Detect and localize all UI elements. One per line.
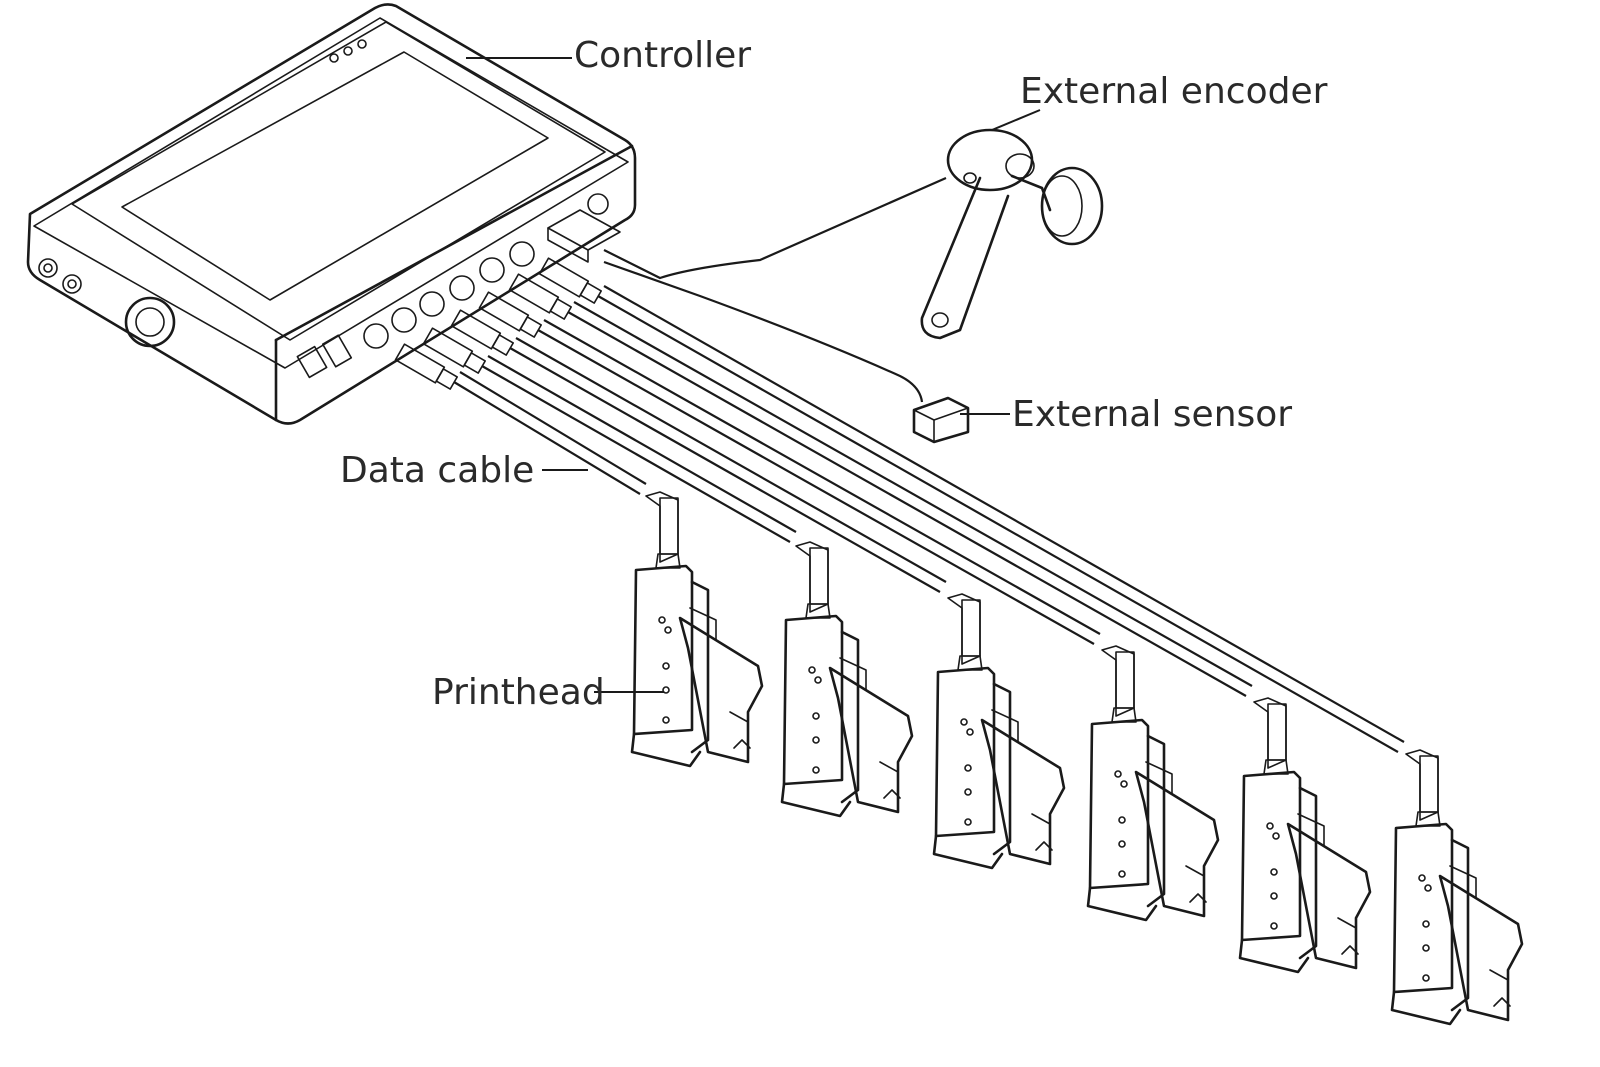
data-cable-label: Data cable xyxy=(340,450,534,491)
encoder-leader xyxy=(991,109,1041,131)
printhead xyxy=(630,491,764,768)
printhead xyxy=(932,593,1066,870)
external-encoder xyxy=(603,128,1104,340)
labels: Controller External encoder External sen… xyxy=(340,35,1328,713)
printhead xyxy=(1086,645,1220,922)
printheads xyxy=(630,491,1524,1026)
cable-connectors xyxy=(394,257,602,390)
external-sensor-label: External sensor xyxy=(1012,394,1292,435)
printhead-label: Printhead xyxy=(432,672,605,713)
printhead xyxy=(1390,749,1524,1026)
external-sensor xyxy=(603,260,970,444)
printhead xyxy=(780,541,914,818)
external-encoder-label: External encoder xyxy=(1020,71,1328,112)
touch-screen xyxy=(121,51,549,301)
controller xyxy=(26,3,637,425)
controller-label: Controller xyxy=(574,35,751,76)
printhead xyxy=(1238,697,1372,974)
data-cables xyxy=(453,285,1405,753)
leader-lines xyxy=(466,57,1041,693)
